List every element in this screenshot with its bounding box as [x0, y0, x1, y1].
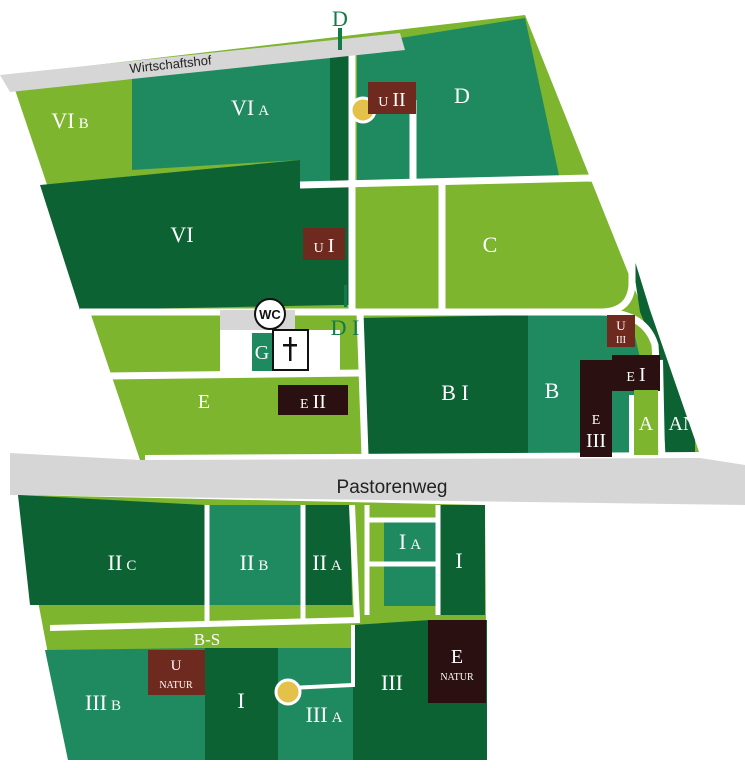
gate-d-top-post [338, 28, 342, 50]
urn-box-u-ii [368, 82, 416, 114]
urn-box-u-i [303, 228, 345, 260]
earth-box-e-natur [428, 620, 486, 703]
area-g-bar [252, 333, 272, 371]
field-e: E [198, 391, 210, 413]
path-right-curve [599, 308, 666, 456]
wc-label: WC [259, 307, 281, 322]
wc-icon [254, 298, 286, 330]
urn-prefix-u-ii: U [378, 95, 388, 110]
path-east-west [104, 369, 361, 380]
area-vi [40, 160, 340, 310]
urn-prefix-u-natur: U [171, 658, 182, 674]
field-ii-c: II C [108, 550, 137, 575]
earth-num-e-ii: II [313, 391, 326, 413]
field-vi-b: VI B [51, 108, 88, 133]
path-bottom-north [144, 452, 701, 461]
path-center-vertical [356, 311, 369, 456]
area-i-a [384, 518, 436, 562]
area-d [357, 18, 560, 183]
area-an [630, 245, 695, 455]
path-a-right [657, 359, 665, 456]
field-b-i: B I [441, 380, 469, 405]
area-vi-a [132, 45, 330, 185]
earth-prefix-e-iii: E [592, 413, 601, 428]
field-ii-a: II A [312, 550, 342, 575]
field-iii-a: III A [306, 702, 343, 727]
field-i-right: I [455, 548, 462, 573]
road-label-pastorenweg: Pastorenweg [337, 477, 448, 498]
urn-num-u-iii: III [616, 335, 626, 346]
cross-icon [283, 337, 297, 361]
field-i-bottom: I [237, 688, 244, 713]
earth-num-e-i: I [639, 364, 646, 386]
urn-prefix-u-i: U [314, 241, 324, 256]
gate-d-i-post [344, 285, 347, 307]
field-iii-b: III B [85, 690, 121, 715]
area-b-i [362, 315, 528, 455]
area-a [634, 390, 658, 455]
field-an: AN [669, 413, 698, 435]
road-wirtschaftshof [0, 33, 405, 92]
area-i-right [440, 505, 485, 615]
field-ii-b: II B [240, 550, 269, 575]
field-g: G [255, 342, 269, 364]
earth-prefix-e-ii: E [300, 397, 309, 412]
field-vi-a: VI A [231, 95, 269, 120]
field-b-s: B-S [194, 630, 220, 649]
urn-prefix-u-iii: U [616, 318, 626, 333]
earth-label-e-i: E I [626, 364, 645, 386]
field-i-a: I A [399, 529, 421, 554]
urn-box-u-iii [607, 315, 635, 347]
marker-bottom [274, 678, 302, 706]
urn-label-u-ii: U II [378, 89, 405, 111]
area-ii-b [209, 505, 301, 605]
field-iii: III [381, 670, 403, 695]
urn-num-u-ii: II [392, 89, 405, 111]
urn-num-u-i: I [328, 235, 335, 257]
road-pastorenweg [10, 453, 745, 505]
gate-d-i-label: D I [331, 315, 360, 340]
earth-box-e-i [612, 355, 660, 391]
field-d: D [454, 83, 470, 108]
gate-d-top-label: D [332, 6, 348, 31]
area-i-bottom [205, 648, 278, 760]
earth-sub-e-natur: NATUR [440, 672, 474, 683]
field-c: C [483, 232, 498, 257]
earth-num-e-iii: III [586, 430, 606, 452]
urn-sub-u-natur: NATUR [159, 680, 193, 691]
urn-label-u-i: U I [314, 235, 335, 257]
urn-box-u-natur [148, 650, 205, 695]
area-i-a-lower [384, 566, 436, 606]
path-ii-a-right [349, 504, 360, 621]
earth-prefix-e-i: E [626, 370, 635, 385]
earth-box-e-iii [580, 360, 612, 457]
field-vi: VI [170, 222, 193, 247]
path-marker-bottom [289, 625, 355, 690]
earth-box-e-ii [278, 385, 348, 415]
area-ii-a [305, 505, 352, 605]
paths-south [49, 504, 441, 690]
earth-label-e-ii: E II [300, 391, 326, 413]
earth-prefix-e-natur: E [451, 646, 463, 668]
area-ii-c [18, 495, 205, 605]
field-b: B [545, 378, 560, 403]
field-a: A [639, 413, 654, 435]
